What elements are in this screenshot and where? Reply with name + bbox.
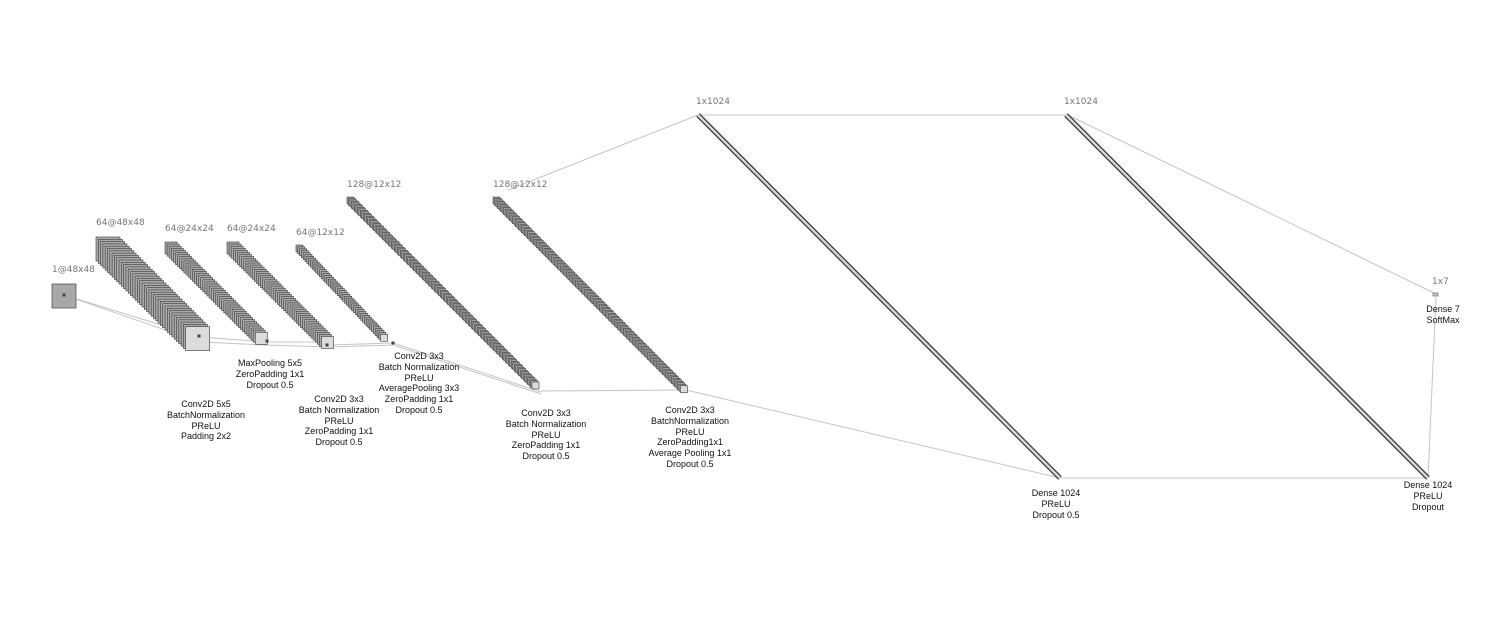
op-line: Average Pooling 1x1 [648, 448, 732, 459]
op-label-conv1: Conv2D 5x5 BatchNormalization PReLU Padd… [167, 399, 245, 442]
stack-conv1 [95, 236, 210, 352]
stack-conv4 [492, 196, 688, 394]
feature-map [380, 333, 388, 342]
op-line: SoftMax [1426, 314, 1460, 325]
op-line: MaxPooling 5x5 [237, 358, 303, 368]
op-label-dense2: Dense 1024 PReLU Dropout [1404, 480, 1453, 512]
layer-dims-conv4: 128@12x12 [493, 180, 548, 190]
op-line: Dropout 0.5 [315, 437, 363, 448]
kernel-marker [325, 343, 329, 347]
op-label-pool1: MaxPooling 5x5 ZeroPadding 1x1 Dropout 0… [236, 358, 305, 390]
connector-line [265, 344, 329, 348]
layer-dims-output: 1x7 [1432, 277, 1449, 287]
kernel-marker [265, 339, 269, 343]
op-line: PReLU [531, 429, 561, 440]
op-line: ZeroPadding 1x1 [511, 440, 581, 451]
layer-stacks [51, 113, 1439, 480]
op-line: Dense 7 [1426, 304, 1460, 314]
op-line: AveragePooling 3x3 [378, 383, 460, 394]
op-line: Conv2D 3x3 [314, 394, 364, 404]
op-label-conv2: Conv2D 3x3 Batch Normalization PReLU Zer… [299, 394, 380, 448]
op-line: BatchNormalization [650, 415, 730, 426]
connector-line [392, 342, 542, 393]
stack-pool1 [164, 241, 268, 345]
op-line: Dropout 0.5 [395, 404, 443, 415]
layer-dims-conv1: 64@48x48 [96, 218, 145, 228]
op-line: ZeroPadding1x1 [656, 437, 724, 448]
op-line: PReLU [324, 415, 354, 426]
connector-line [392, 344, 542, 395]
layer-dims-dense1: 1x1024 [696, 97, 730, 107]
op-line: ZeroPadding 1x1 [304, 426, 374, 437]
op-line: PReLU [191, 420, 221, 431]
layer-dims-pool1: 64@24x24 [165, 224, 214, 234]
stack-conv3 [346, 196, 540, 390]
dense-bar-fill [697, 114, 1061, 479]
op-line: Conv2D 3x3 [665, 405, 715, 415]
kernel-marker [197, 334, 201, 338]
connector-line [1067, 114, 1437, 295]
feature-map [185, 326, 210, 352]
layer-dims-input: 1@48x48 [52, 265, 95, 275]
op-label-conv4: Conv2D 3x3 Batch Normalization PReLU Zer… [506, 408, 587, 462]
dense-bar-fill [1065, 114, 1429, 479]
op-line: Conv2D 5x5 [181, 399, 231, 409]
feature-map [531, 381, 540, 390]
op-label-dense1: Dense 1024 PReLU Dropout 0.5 [1032, 488, 1081, 520]
op-line: Dropout 0.5 [246, 379, 294, 390]
op-label-conv3: Conv2D 3x3 Batch Normalization PReLU Ave… [379, 351, 460, 416]
op-line: BatchNormalization [166, 409, 246, 420]
op-line: Dropout 0.5 [666, 458, 714, 469]
layer-dims-dense2: 1x1024 [1064, 97, 1098, 107]
op-label-conv5: Conv2D 3x3 BatchNormalization PReLU Zero… [649, 405, 732, 470]
dense-layer-1 [696, 113, 1062, 480]
op-line: ZeroPadding 1x1 [384, 394, 454, 405]
output-unit [1432, 292, 1439, 297]
op-line: Dense 1024 [1403, 480, 1453, 490]
layer-dims-conv2: 64@24x24 [227, 224, 276, 234]
connector-line [685, 389, 1061, 479]
op-line: Dropout 0.5 [1032, 509, 1080, 520]
stack-conv2 [226, 241, 334, 349]
connector-line [540, 389, 687, 392]
feature-map [255, 331, 268, 345]
op-line: Dense 1024 [1031, 488, 1081, 498]
connector-line [507, 114, 699, 191]
feature-map [680, 385, 688, 394]
op-line: PReLU [1413, 490, 1443, 501]
receptive-field-markers [62, 293, 395, 347]
feature-map [321, 336, 334, 349]
op-line: Batch Normalization [505, 418, 587, 429]
op-line: Batch Normalization [378, 361, 460, 372]
op-line: Dropout [1411, 501, 1445, 512]
op-line: Conv2D 3x3 [521, 408, 571, 418]
layer-dims-conv3: 128@12x12 [347, 180, 402, 190]
dense-layer-2 [1064, 113, 1430, 480]
op-line: PReLU [1041, 498, 1071, 509]
connector-line [327, 342, 394, 346]
op-line: PReLU [404, 372, 434, 383]
kernel-marker [391, 341, 395, 345]
op-line: Batch Normalization [298, 404, 380, 415]
connector-lines [63, 114, 1437, 479]
stack-pool2 [295, 244, 388, 342]
connector-line [1427, 296, 1437, 479]
op-line: Conv2D 3x3 [394, 351, 444, 361]
op-line: PReLU [675, 426, 705, 437]
op-label-dense3: Dense 7 SoftMax [1426, 304, 1460, 326]
op-line: Padding 2x2 [180, 431, 232, 442]
op-line: Dropout 0.5 [522, 451, 570, 462]
connector-line [327, 344, 394, 348]
op-line: ZeroPadding 1x1 [235, 368, 305, 379]
layer-dims-pool2: 64@12x12 [296, 228, 345, 238]
kernel-marker [62, 293, 66, 297]
